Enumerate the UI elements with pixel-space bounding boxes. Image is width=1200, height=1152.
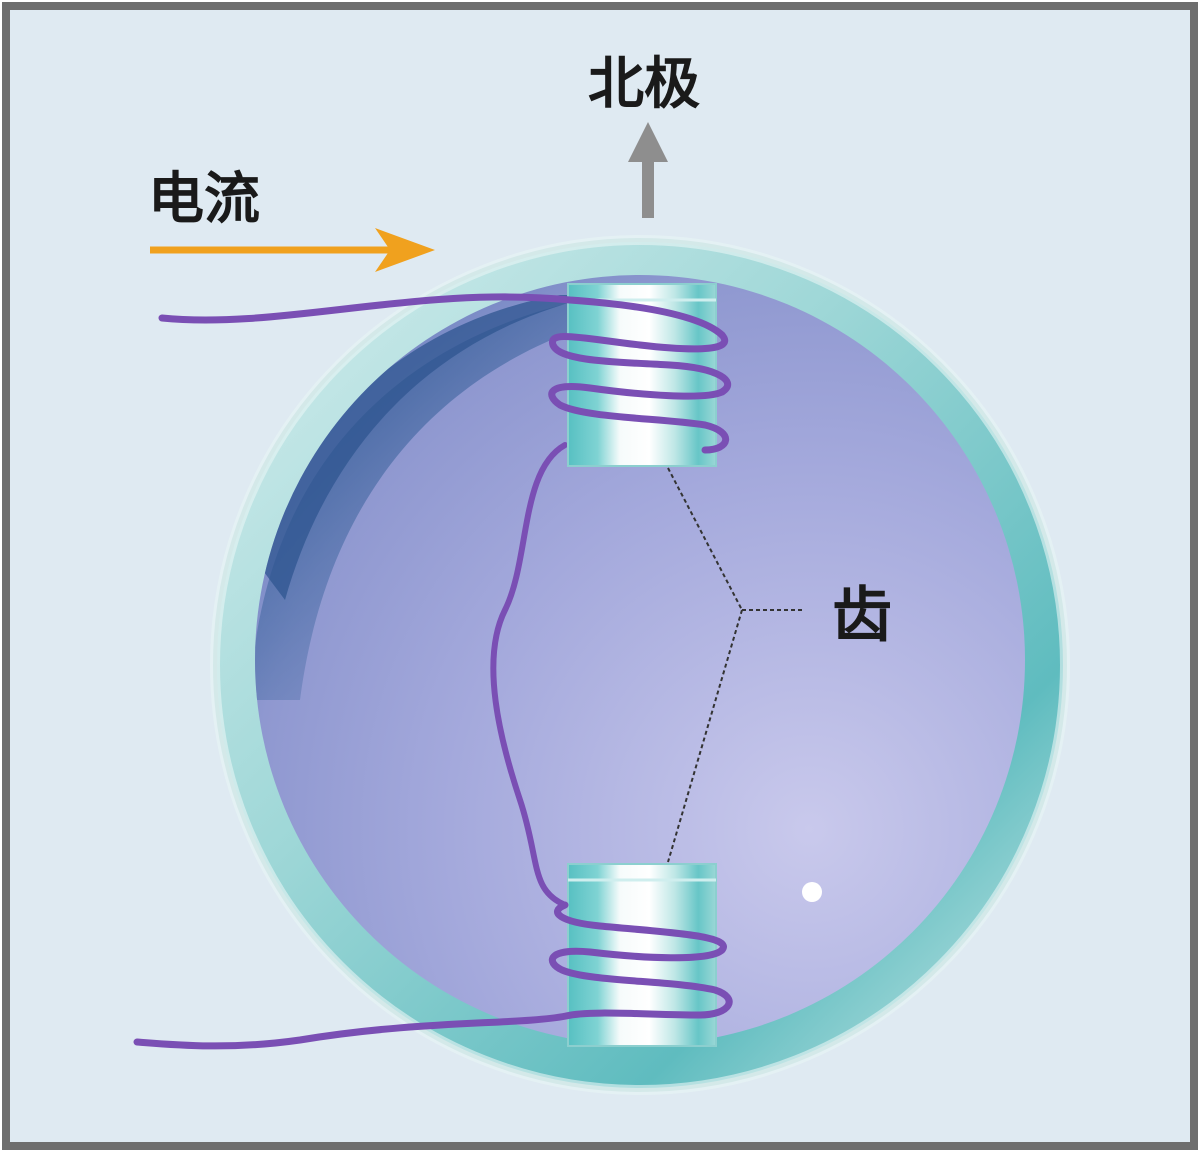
north-pole-label: 北极 (588, 52, 700, 117)
bottom-coil (133, 901, 733, 1050)
top-tooth (567, 283, 717, 467)
highlight-dot (802, 882, 822, 902)
north-arrow (628, 122, 668, 218)
ring-highlight (210, 235, 1070, 1095)
top-coil (158, 293, 732, 454)
inner-disc (255, 275, 1025, 1045)
current-label: 电流 (148, 167, 260, 232)
teeth-leader-lines (667, 467, 805, 863)
disc-shading (255, 290, 700, 700)
connecting-wire (490, 442, 568, 908)
current-arrow (150, 228, 435, 272)
teeth-label: 齿 (832, 581, 892, 651)
